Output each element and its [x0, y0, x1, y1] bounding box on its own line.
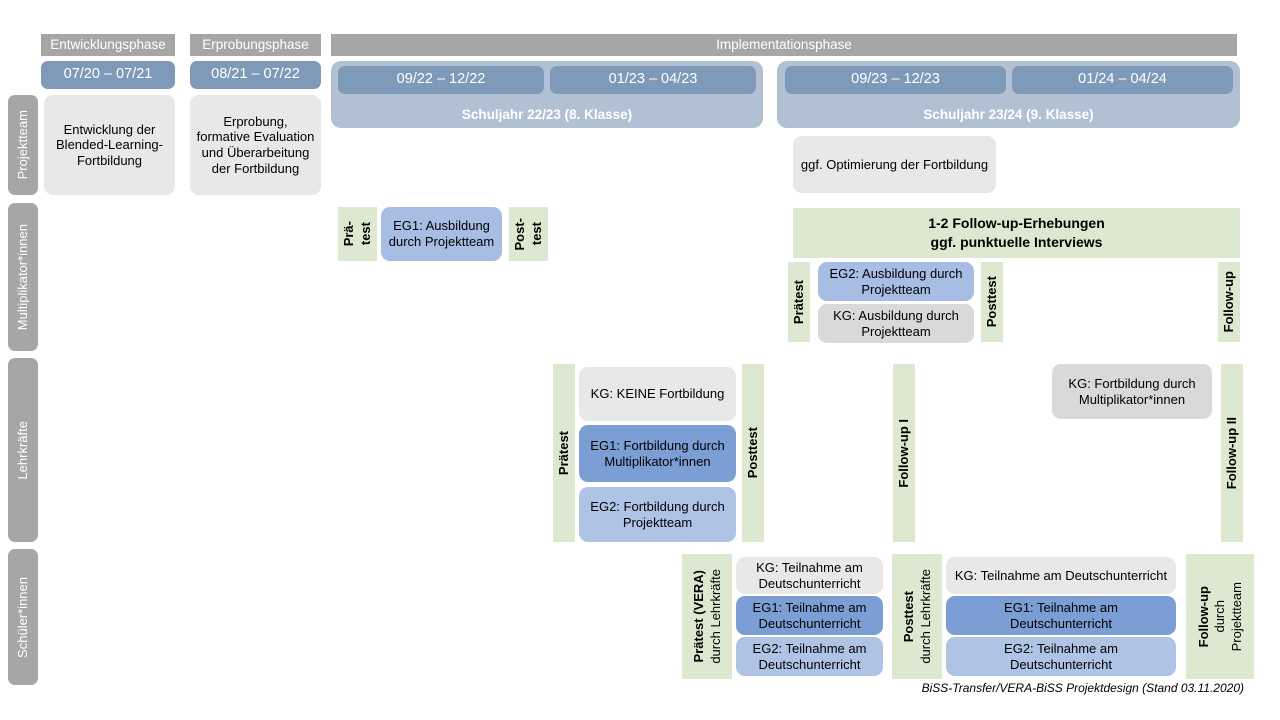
period-chip-09-22-12-22: 09/22 – 12/22 [338, 66, 544, 94]
card-eg1-fortbildung-multiplikatorinnen: EG1: Fortbildung durch Multiplikator*inn… [579, 425, 736, 482]
green-bar-posttest-multiplikatoren-2: Posttest [981, 262, 1003, 342]
posttest-label: Posttest [984, 276, 1000, 328]
green-bar-praetest-multiplikatoren-2: Prätest [788, 262, 810, 342]
card-eg1-ausbildung-projektteam: EG1: Ausbildung durch Projektteam [381, 207, 502, 261]
praetest-vera-main: Prätest (VERA) [690, 570, 706, 663]
phase-header-erprobungsphase: Erprobungsphase [190, 34, 321, 56]
green-bar-praetest-multiplikatoren: Prä- test [338, 207, 377, 261]
card-kg-ausbildung-projektteam: KG: Ausbildung durch Projektteam [818, 304, 974, 343]
followup-2-label: Follow-up II [1224, 416, 1240, 490]
followup-1-label: Follow-up I [896, 418, 912, 488]
green-bar-posttest-lehrkraefte: Posttest [742, 364, 764, 542]
sidebar-label-lehrkraefte: Lehrkräfte [15, 420, 31, 480]
green-bar-praetest-vera-schueler: Prätest (VERA) durch Lehrkräfte [682, 554, 732, 679]
phase-header-implementationsphase: Implementationsphase [331, 34, 1237, 56]
sidebar-label-multiplikatorinnen: Multiplikator*innen [15, 223, 31, 331]
posttest-main: Posttest [900, 590, 916, 643]
phase-header-entwicklungsphase: Entwicklungsphase [41, 34, 175, 56]
card-eg1-teilnahme-deutschunterricht-left: EG1: Teilnahme am Deutschunterricht [736, 596, 883, 635]
school-year-container-22-23: 09/22 – 12/22 01/23 – 04/23 Schuljahr 22… [331, 61, 763, 128]
sidebar-item-projektteam: Projektteam [8, 95, 38, 195]
followup-schueler-main: Follow-up [1195, 585, 1211, 648]
school-year-label-22-23: Schuljahr 22/23 (8. Klasse) [461, 107, 633, 122]
card-eg2-ausbildung-projektteam: EG2: Ausbildung durch Projektteam [818, 262, 974, 301]
posttest-sub: durch Lehrkräfte [917, 569, 933, 664]
sidebar-item-multiplikatorinnen: Multiplikator*innen [8, 203, 38, 351]
sidebar-label-projektteam: Projektteam [15, 110, 31, 180]
banner-followup-erhebungen: 1-2 Follow-up-Erhebungen ggf. punktuelle… [793, 208, 1240, 258]
card-kg-fortbildung-multiplikatorinnen: KG: Fortbildung durch Multiplikator*inne… [1052, 364, 1212, 419]
green-bar-posttest-schueler: Posttest durch Lehrkräfte [892, 554, 942, 679]
period-chip-01-23-04-23: 01/23 – 04/23 [550, 66, 756, 94]
sidebar-label-schuelerinnen: Schüler*innen [15, 576, 31, 658]
card-erprobung-evaluation: Erprobung, formative Evaluation und Über… [190, 95, 321, 195]
praetest-label-lehrkraefte: Prätest [556, 430, 572, 476]
banner-line-1: 1-2 Follow-up-Erhebungen [928, 215, 1105, 232]
sidebar-item-lehrkraefte: Lehrkräfte [8, 358, 38, 542]
green-bar-followup-2-lehrkraefte: Follow-up II [1221, 364, 1243, 542]
card-kg-teilnahme-deutschunterricht-right: KG: Teilnahme am Deutschunterricht [946, 557, 1176, 594]
card-eg2-fortbildung-projektteam: EG2: Fortbildung durch Projektteam [579, 487, 736, 542]
green-bar-praetest-lehrkraefte: Prätest [553, 364, 575, 542]
posttest-line-1: Post- [512, 217, 528, 251]
footer-caption: BiSS-Transfer/VERA-BiSS Projektdesign (S… [921, 681, 1244, 695]
followup-schueler-sub-1: durch [1212, 600, 1228, 633]
card-eg1-teilnahme-deutschunterricht-right: EG1: Teilnahme am Deutschunterricht [946, 596, 1176, 635]
praetest-vera-sub: durch Lehrkräfte [707, 569, 723, 664]
period-chip-08-21-07-22: 08/21 – 07/22 [190, 61, 321, 89]
followup-label: Follow-up [1221, 271, 1237, 333]
school-year-container-23-24: 09/23 – 12/23 01/24 – 04/24 Schuljahr 23… [777, 61, 1240, 128]
card-eg2-teilnahme-deutschunterricht-right: EG2: Teilnahme am Deutschunterricht [946, 637, 1176, 676]
green-bar-followup-schueler: Follow-up durch Projektteam [1186, 554, 1254, 679]
card-kg-teilnahme-deutschunterricht-left: KG: Teilnahme am Deutschunterricht [736, 557, 883, 594]
green-bar-followup-1-lehrkraefte: Follow-up I [893, 364, 915, 542]
posttest-line-2: test [529, 222, 544, 246]
praetest-label: Prätest [791, 279, 807, 325]
praetest-line-2: test [358, 222, 373, 246]
card-eg2-teilnahme-deutschunterricht-left: EG2: Teilnahme am Deutschunterricht [736, 637, 883, 676]
followup-schueler-sub-2: Projektteam [1228, 581, 1244, 652]
card-optimierung-fortbildung: ggf. Optimierung der Fortbildung [793, 136, 996, 193]
green-bar-posttest-multiplikatoren: Post- test [509, 207, 548, 261]
card-entwicklung-blended-learning: Entwicklung der Blended-Learning-Fortbil… [44, 95, 175, 195]
praetest-line-1: Prä- [341, 221, 357, 247]
posttest-label-lehrkraefte: Posttest [745, 427, 761, 479]
school-year-label-23-24: Schuljahr 23/24 (9. Klasse) [923, 107, 1094, 122]
period-chip-01-24-04-24: 01/24 – 04/24 [1012, 66, 1233, 94]
green-bar-followup-multiplikatoren: Follow-up [1218, 262, 1240, 342]
card-kg-keine-fortbildung: KG: KEINE Fortbildung [579, 367, 736, 421]
period-chip-07-20-07-21: 07/20 – 07/21 [41, 61, 175, 89]
banner-line-2: ggf. punktuelle Interviews [930, 234, 1103, 250]
sidebar-item-schuelerinnen: Schüler*innen [8, 549, 38, 685]
period-chip-09-23-12-23: 09/23 – 12/23 [785, 66, 1006, 94]
